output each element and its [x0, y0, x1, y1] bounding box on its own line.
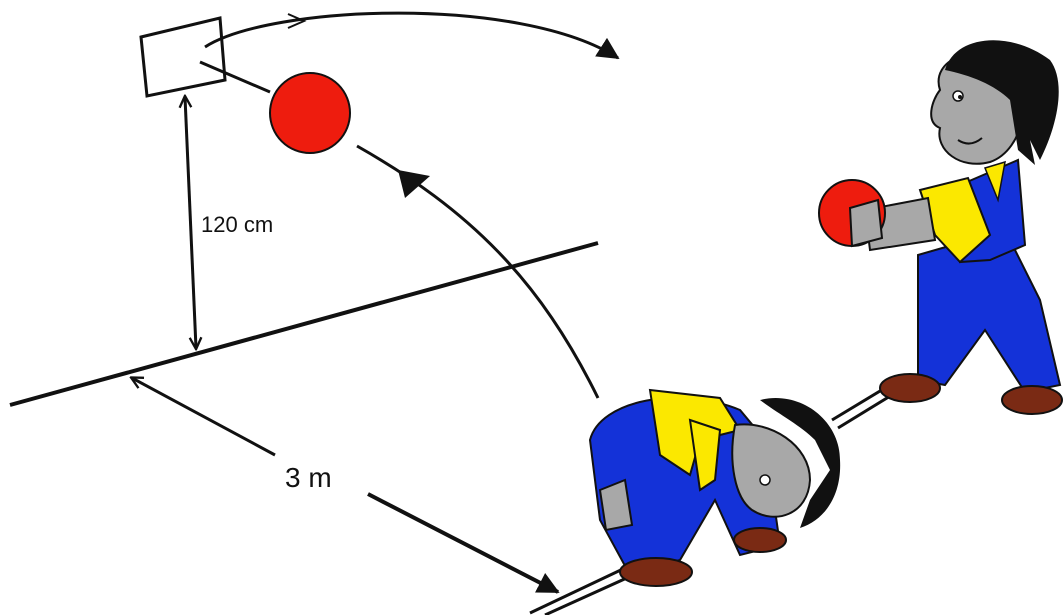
bending-child: [588, 388, 841, 587]
trajectory-arrow: [356, 144, 600, 399]
ball-icon: [269, 72, 351, 154]
height-label: 120 cm: [201, 212, 273, 237]
distance-arrow-upper: [132, 378, 276, 457]
target-to-ball-line: [199, 60, 271, 94]
trajectory-arrowhead: [398, 170, 430, 198]
target-box-icon: [139, 16, 227, 98]
height-arrow: [185, 97, 196, 348]
floor-line: [9, 241, 599, 407]
distance-arrow-lower: [367, 492, 560, 594]
distance-label: 3 m: [285, 462, 332, 493]
rebound-arc-arrow: [204, 11, 620, 60]
small-chevron: [287, 13, 307, 29]
standing-child: [818, 40, 1063, 415]
